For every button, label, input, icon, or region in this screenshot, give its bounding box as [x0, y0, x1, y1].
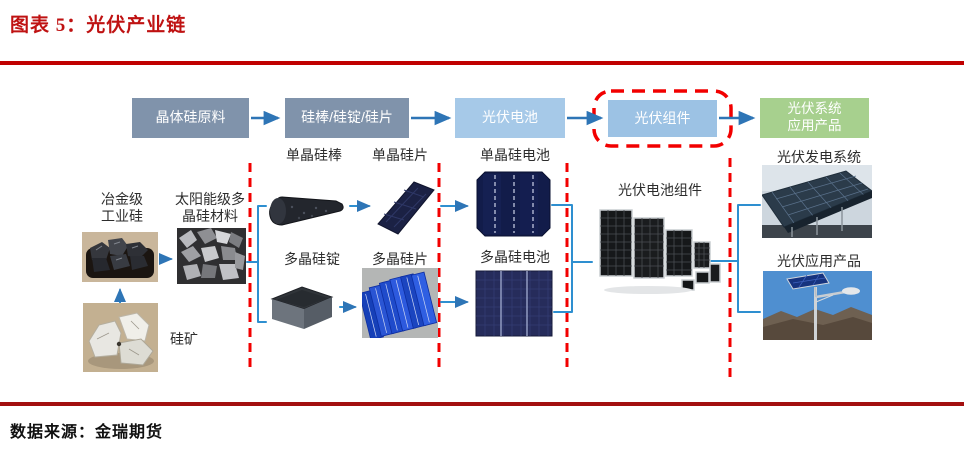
label-mono-wafer: 单晶硅片: [372, 147, 428, 163]
flow-box-pv-cell: 光伏电池: [455, 98, 565, 138]
flow-box-pv-module-highlighted: 光伏组件: [608, 100, 717, 137]
poly-silicon-wafers-photo: [362, 268, 438, 338]
label-metallurgical-silicon: 冶金级 工业硅: [101, 191, 143, 225]
solar-grade-polysilicon-photo: [177, 228, 246, 284]
flow-box-rod-ingot-wafer: 硅棒/硅锭/硅片: [285, 98, 409, 138]
bottom-rule: [0, 402, 964, 406]
pv-modules-photo: [598, 206, 722, 298]
label-mono-cell: 单晶硅电池: [480, 147, 550, 163]
label-silicon-ore: 硅矿: [170, 331, 198, 347]
label-solar-grade-polysilicon: 太阳能级多 晶硅材料: [175, 191, 245, 225]
label-pv-application: 光伏应用产品: [777, 253, 861, 269]
metallurgical-silicon-photo: [82, 232, 158, 282]
data-source-note: 数据来源：金瑞期货: [10, 424, 164, 441]
figure-title: 图表 5：光伏产业链: [10, 15, 187, 36]
label-poly-ingot: 多晶硅锭: [284, 251, 340, 267]
label-poly-cell: 多晶硅电池: [480, 249, 550, 265]
top-rule: [0, 61, 964, 65]
mono-silicon-rod-photo: [266, 183, 348, 235]
label-pv-module: 光伏电池组件: [618, 182, 702, 198]
label-mono-rod: 单晶硅棒: [286, 147, 342, 163]
mono-silicon-cell-photo: [475, 170, 552, 238]
pv-power-system-photo: [762, 165, 872, 238]
label-pv-power-system: 光伏发电系统: [777, 149, 861, 165]
label-poly-wafer: 多晶硅片: [372, 251, 428, 267]
flow-box-crystal-silicon-raw: 晶体硅原料: [132, 98, 249, 138]
pv-application-photo: [763, 271, 872, 340]
poly-silicon-ingot-photo: [266, 281, 338, 333]
poly-silicon-cell-photo: [475, 270, 553, 337]
silicon-ore-photo: [83, 303, 158, 372]
mono-silicon-wafer-photo: [374, 178, 438, 236]
flow-box-pv-system-products: 光伏系统 应用产品: [760, 98, 869, 138]
